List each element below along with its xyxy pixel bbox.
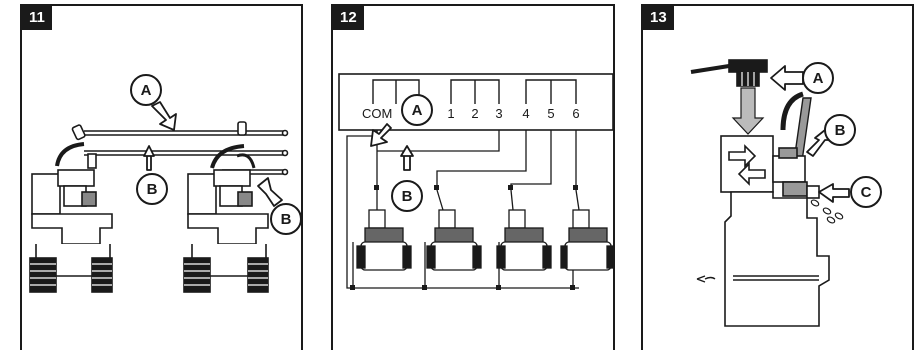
terminal-label-2: 2 (471, 106, 478, 121)
wiring-diagram-12: COM 1 2 3 4 5 6 (338, 73, 614, 290)
panel-number-11: 11 (22, 6, 52, 30)
terminal-label-6: 6 (572, 106, 579, 121)
panel-number-12: 12 (333, 6, 364, 30)
arrow-a (370, 123, 392, 147)
svg-text:B: B (835, 122, 846, 139)
arrow-c (818, 183, 850, 203)
terminal-strip (338, 73, 614, 131)
callout-a: A (130, 74, 162, 106)
svg-text:A: A (141, 82, 152, 99)
arrow-b (400, 145, 414, 171)
valve-body (720, 135, 830, 327)
figure-panel-12: 12 COM 1 2 3 4 5 6 (331, 4, 615, 350)
valve-2 (426, 209, 482, 271)
arrow-a (151, 101, 177, 131)
valve-diagram-13: A B C (690, 59, 882, 327)
terminal-label-com: COM (362, 106, 392, 121)
svg-text:A: A (813, 70, 824, 87)
arrow-b-2 (257, 177, 283, 207)
terminal-label-1: 1 (447, 106, 454, 121)
arrow-b-1 (143, 145, 155, 171)
flow-marker (696, 275, 716, 283)
terminal-label-5: 5 (547, 106, 554, 121)
callout-b-2: B (270, 203, 302, 235)
arrow-a (770, 65, 804, 91)
down-arrow (731, 87, 765, 135)
figure-panel-13: 13 (641, 4, 914, 350)
valve-3 (496, 209, 552, 271)
panel-number-13: 13 (643, 6, 674, 30)
figure-panel-11: 11 (20, 4, 303, 350)
svg-text:B: B (147, 181, 158, 198)
callout-a: A (401, 94, 433, 126)
svg-text:B: B (281, 211, 292, 228)
callout-b-1: B (136, 173, 168, 205)
svg-text:A: A (412, 102, 423, 119)
valve-unit-1 (29, 142, 113, 293)
callout-c: C (850, 176, 882, 208)
solenoid-top (690, 59, 768, 87)
callout-b: B (824, 114, 856, 146)
terminal-label-4: 4 (522, 106, 529, 121)
valve-4 (560, 209, 614, 271)
svg-text:B: B (402, 188, 413, 205)
valve-1 (356, 209, 412, 271)
wiring-diagram-11: A B B (29, 74, 302, 293)
callout-b: B (391, 180, 423, 212)
water-drops (810, 199, 844, 224)
valve-unit-2 (183, 144, 269, 293)
svg-text:C: C (861, 184, 872, 201)
callout-a: A (802, 62, 834, 94)
terminal-label-3: 3 (495, 106, 502, 121)
